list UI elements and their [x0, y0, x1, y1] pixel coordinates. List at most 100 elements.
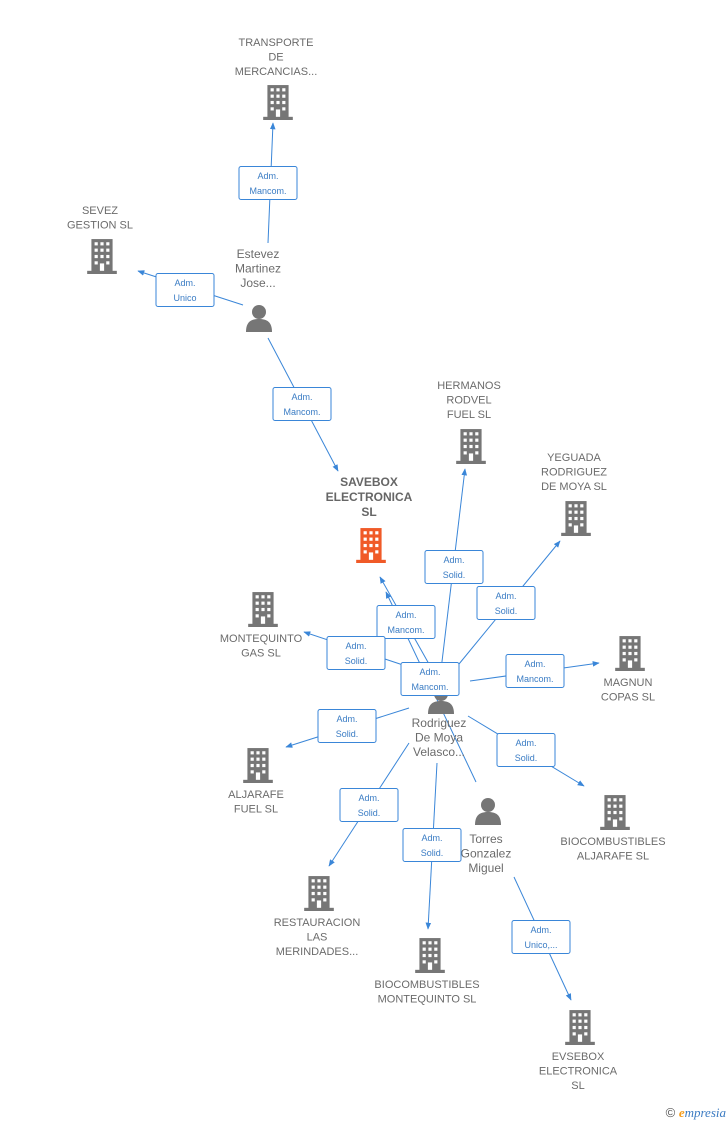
node-label-line[interactable]: ELECTRONICA — [539, 1066, 618, 1078]
node-label-line[interactable]: BIOCOMBUSTIBLES — [374, 979, 479, 991]
node-label-line[interactable]: DE — [268, 52, 283, 64]
building-icon[interactable] — [456, 429, 486, 464]
node-label-line[interactable]: Miguel — [468, 861, 503, 875]
edge-label-box[interactable] — [424, 550, 484, 584]
person-icon[interactable] — [246, 305, 272, 332]
edge-label-rodriguez-to-bio_montequinto[interactable]: Adm.Solid. — [402, 828, 462, 862]
building-icon[interactable] — [565, 1010, 595, 1045]
node-restauracion[interactable]: RESTAURACION LAS MERINDADES... — [274, 876, 361, 958]
edge-label-box[interactable] — [326, 636, 386, 670]
node-label-line[interactable]: MAGNUN — [604, 677, 653, 689]
edge-label-rodriguez-to-hermanos[interactable]: Adm.Solid. — [424, 550, 484, 584]
node-label-line[interactable]: MONTEQUINTO — [220, 633, 303, 645]
edge-label-box[interactable] — [376, 605, 436, 639]
node-magnun[interactable]: MAGNUN COPAS SL — [601, 636, 655, 704]
node-label-line[interactable]: SL — [571, 1080, 584, 1092]
edge-label-text: Mancom. — [283, 407, 320, 417]
node-label-line[interactable]: BIOCOMBUSTIBLES — [560, 836, 665, 848]
building-icon[interactable] — [248, 592, 278, 627]
node-aljarafe_fuel[interactable]: ALJARAFE FUEL SL — [228, 748, 284, 816]
node-label-line[interactable]: De Moya — [415, 731, 463, 745]
node-label-line[interactable]: FUEL SL — [447, 409, 491, 421]
person-icon[interactable] — [475, 798, 501, 825]
node-label-line[interactable]: RESTAURACION — [274, 917, 361, 929]
node-label-line[interactable]: MERCANCIAS... — [235, 66, 318, 78]
edge-label-rodriguez-to-bio_aljarafe[interactable]: Adm.Solid. — [496, 733, 556, 767]
node-bio_montequinto[interactable]: BIOCOMBUSTIBLES MONTEQUINTO SL — [374, 938, 480, 1006]
edge-label-box[interactable] — [317, 709, 377, 743]
edge-label-box[interactable] — [476, 586, 536, 620]
building-icon[interactable] — [263, 85, 293, 120]
edge-label-estevez-to-transporte[interactable]: Adm.Mancom. — [238, 166, 298, 200]
node-label-line[interactable]: YEGUADA — [547, 452, 601, 464]
edge-label-box[interactable] — [155, 273, 215, 307]
node-label-line[interactable]: GAS SL — [241, 648, 281, 660]
node-label-line[interactable]: ALJARAFE SL — [577, 851, 649, 863]
node-label-line[interactable]: LAS — [307, 932, 328, 944]
node-label-line[interactable]: Martinez — [235, 262, 281, 276]
node-sevez[interactable]: SEVEZ GESTION SL — [67, 205, 133, 274]
edge-label-rodriguez-to-yeguada[interactable]: Adm.Solid. — [476, 586, 536, 620]
node-bio_aljarafe[interactable]: BIOCOMBUSTIBLES ALJARAFE SL — [560, 795, 666, 863]
node-label-line[interactable]: RODVEL — [446, 395, 491, 407]
node-label-line[interactable]: Velasco... — [413, 745, 465, 759]
node-label-line[interactable]: ALJARAFE — [228, 789, 284, 801]
edge-label-box[interactable] — [339, 788, 399, 822]
node-label-line[interactable]: DE MOYA SL — [541, 481, 607, 493]
building-icon[interactable] — [415, 938, 445, 973]
edge-label-torres-to-savebox[interactable]: Adm.Mancom. — [400, 662, 460, 696]
building-icon[interactable] — [243, 748, 273, 783]
edge-label-box[interactable] — [511, 920, 571, 954]
node-label-line[interactable]: EVSEBOX — [552, 1051, 605, 1063]
node-yeguada[interactable]: YEGUADA RODRIGUEZ DE MOYA SL — [541, 452, 607, 536]
edge-label-rodriguez-to-aljarafe_fuel[interactable]: Adm.Solid. — [317, 709, 377, 743]
node-hermanos[interactable]: HERMANOS RODVEL FUEL SL — [437, 380, 501, 464]
empresia-logo[interactable]: empresia — [678, 1105, 726, 1120]
node-label-line[interactable]: Jose... — [240, 276, 275, 290]
node-label-line[interactable]: TRANSPORTE — [239, 37, 314, 49]
node-label-line[interactable]: MERINDADES... — [276, 946, 359, 958]
building-icon[interactable] — [600, 795, 630, 830]
node-montequinto[interactable]: MONTEQUINTO GAS SL — [220, 592, 303, 660]
node-label-line[interactable]: MONTEQUINTO SL — [378, 994, 477, 1006]
edge-label-box[interactable] — [400, 662, 460, 696]
edge-label-box[interactable] — [272, 387, 332, 421]
node-label-line[interactable]: Gonzalez — [461, 847, 512, 861]
edge-label-box[interactable] — [505, 654, 565, 688]
edge-label-box[interactable] — [402, 828, 462, 862]
node-label-line[interactable]: COPAS SL — [601, 692, 655, 704]
edge-label-rodriguez-to-savebox[interactable]: Adm.Mancom. — [376, 605, 436, 639]
edge-label-estevez-to-savebox[interactable]: Adm.Mancom. — [272, 387, 332, 421]
node-label-line[interactable]: Estevez — [237, 247, 280, 261]
node-label-line[interactable]: FUEL SL — [234, 804, 278, 816]
node-label-line[interactable]: RODRIGUEZ — [541, 467, 607, 479]
building-icon[interactable] — [356, 528, 386, 563]
node-label-line[interactable]: HERMANOS — [437, 380, 501, 392]
node-estevez[interactable]: EstevezMartinezJose... — [235, 247, 281, 332]
node-transporte[interactable]: TRANSPORTE DE MERCANCIAS... — [235, 37, 318, 120]
edge-label-text: Adm. — [336, 714, 357, 724]
edge-label-rodriguez-to-magnun[interactable]: Adm.Mancom. — [505, 654, 565, 688]
node-label-line[interactable]: SAVEBOX — [340, 475, 398, 489]
node-label-line[interactable]: ELECTRONICA — [326, 490, 413, 504]
edge-label-box[interactable] — [496, 733, 556, 767]
building-icon[interactable] — [615, 636, 645, 671]
edge-label-box[interactable] — [238, 166, 298, 200]
node-label-line[interactable]: SL — [361, 505, 376, 519]
edge-label-estevez-to-sevez[interactable]: Adm.Unico — [155, 273, 215, 307]
edge-label-rodriguez-to-restauracion[interactable]: Adm.Solid. — [339, 788, 399, 822]
node-label-line[interactable]: Torres — [469, 832, 502, 846]
building-icon[interactable] — [304, 876, 334, 911]
edge-label-text: Mancom. — [387, 625, 424, 635]
edge-label-rodriguez-to-montequinto[interactable]: Adm.Solid. — [326, 636, 386, 670]
building-icon[interactable] — [87, 239, 117, 274]
node-label-line[interactable]: SEVEZ — [82, 205, 118, 217]
building-icon[interactable] — [561, 501, 591, 536]
node-evsebox[interactable]: EVSEBOX ELECTRONICA SL — [539, 1010, 618, 1092]
edge-label-torres-to-evsebox[interactable]: Adm.Unico,... — [511, 920, 571, 954]
node-label-line[interactable]: Rodriguez — [412, 716, 467, 730]
node-label-line[interactable]: GESTION SL — [67, 220, 133, 232]
